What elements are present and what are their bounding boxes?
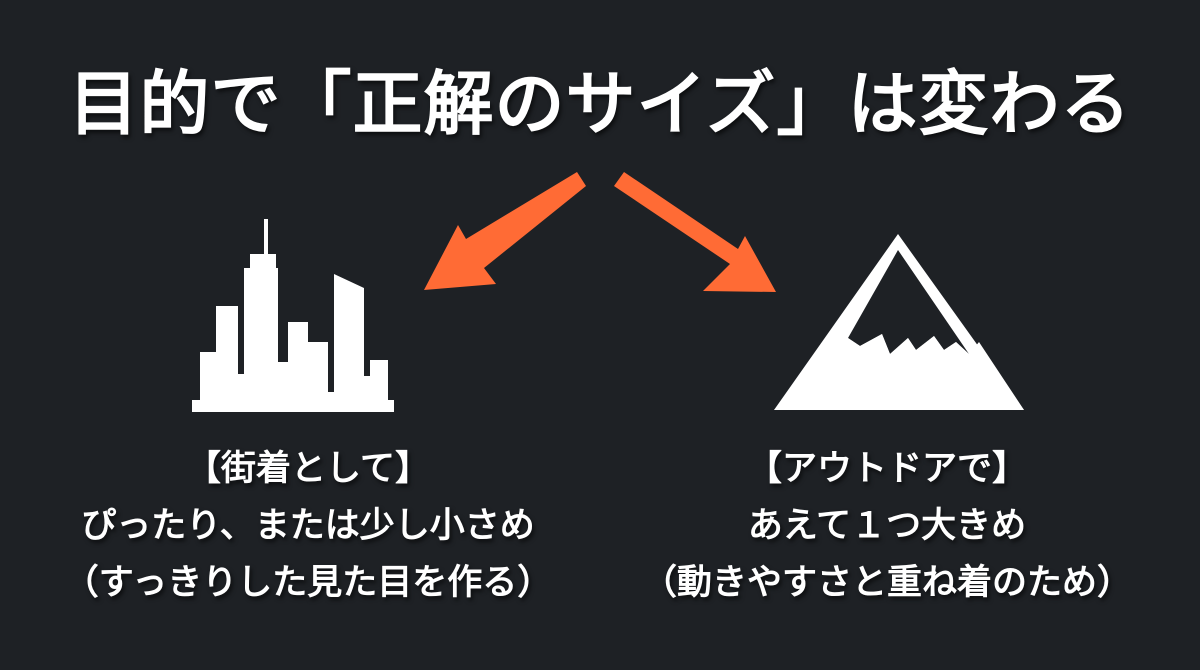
city-line-1: ぴったり、または少し小さめ [81,506,535,546]
arrow-down-right-icon [614,172,776,292]
page-title: 目的で「正解のサイズ」は変わる [68,63,1132,145]
city-heading: 【街着として】 [186,449,430,489]
outdoor-heading: 【アウトドアで】 [746,449,1027,489]
mountain-icon [774,234,1024,410]
city-skyline-icon [192,219,394,412]
outdoor-line-2: （動きやすさと重ね着のため） [641,563,1132,603]
arrow-down-left-icon [424,172,586,290]
city-caption: 【街着として】 ぴったり、または少し小さめ （すっきりした見た目を作る） [28,441,588,612]
city-line-2: （すっきりした見た目を作る） [63,563,553,603]
outdoor-line-1: あえて１つ大きめ [747,506,1027,546]
outdoor-caption: 【アウトドアで】 あえて１つ大きめ （動きやすさと重ね着のため） [607,441,1167,612]
